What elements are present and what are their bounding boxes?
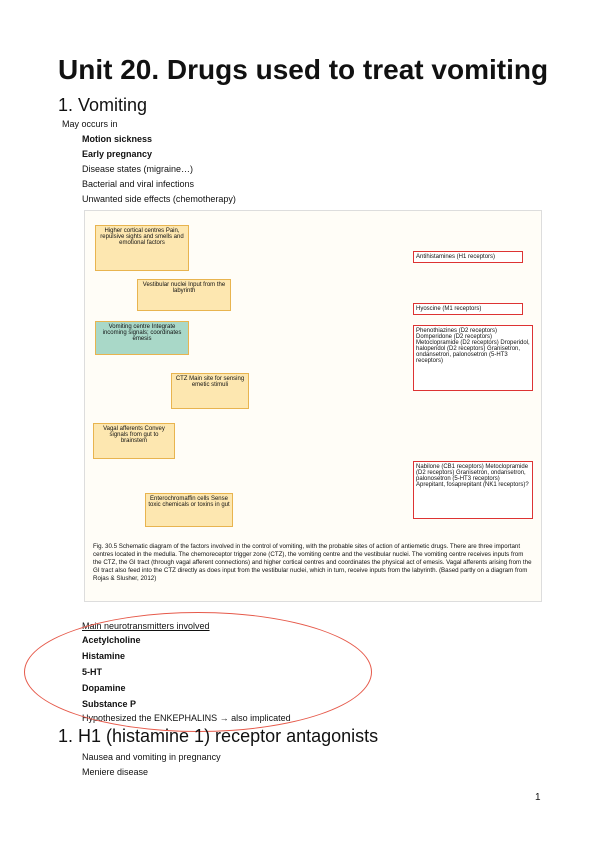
list-item: Meniere disease: [82, 767, 149, 777]
drug-box: Hyoscine (M1 receptors): [413, 303, 523, 315]
fig-box: Vomiting centre Integrate incoming signa…: [95, 321, 189, 355]
figure-caption: Fig. 30.5 Schematic diagram of the facto…: [93, 543, 532, 582]
list-item: Unwanted side effects (chemotherapy): [82, 194, 236, 204]
section-heading: 1. Vomiting: [58, 95, 148, 115]
fig-box: Enterochromaffin cells Sense toxic chemi…: [145, 493, 233, 527]
drug-box: Antihistamines (H1 receptors): [413, 251, 523, 263]
section-heading: 1. H1 (histamine 1) receptor antagonists: [58, 726, 379, 746]
fig-box: Vagal afferents Convey signals from gut …: [93, 423, 175, 459]
list-item: Early pregnancy: [82, 149, 153, 159]
drug-box: Nabilone (CB1 receptors) Metoclopramide …: [413, 461, 533, 519]
fig-box: CTZ Main site for sensing emetic stimuli: [171, 373, 249, 409]
list-item: Bacterial and viral infections: [82, 179, 195, 189]
fig-box: Higher cortical centres Pain, repulsive …: [95, 225, 189, 271]
list-item: Nausea and vomiting in pregnancy: [82, 752, 221, 762]
drug-box: Phenothiazines (D2 receptors) Domperidon…: [413, 325, 533, 391]
page-number: 1: [535, 792, 541, 803]
page-title: Unit 20. Drugs used to treat vomiting: [58, 54, 549, 85]
list-item: Motion sickness: [82, 134, 153, 144]
annotation-ellipse: [24, 612, 372, 732]
list-item: Disease states (migraine…): [82, 164, 194, 174]
fig-box: Vestibular nuclei Input from the labyrin…: [137, 279, 231, 311]
list-item: May occurs in: [62, 119, 118, 129]
figure: Higher cortical centres Pain, repulsive …: [84, 210, 542, 602]
